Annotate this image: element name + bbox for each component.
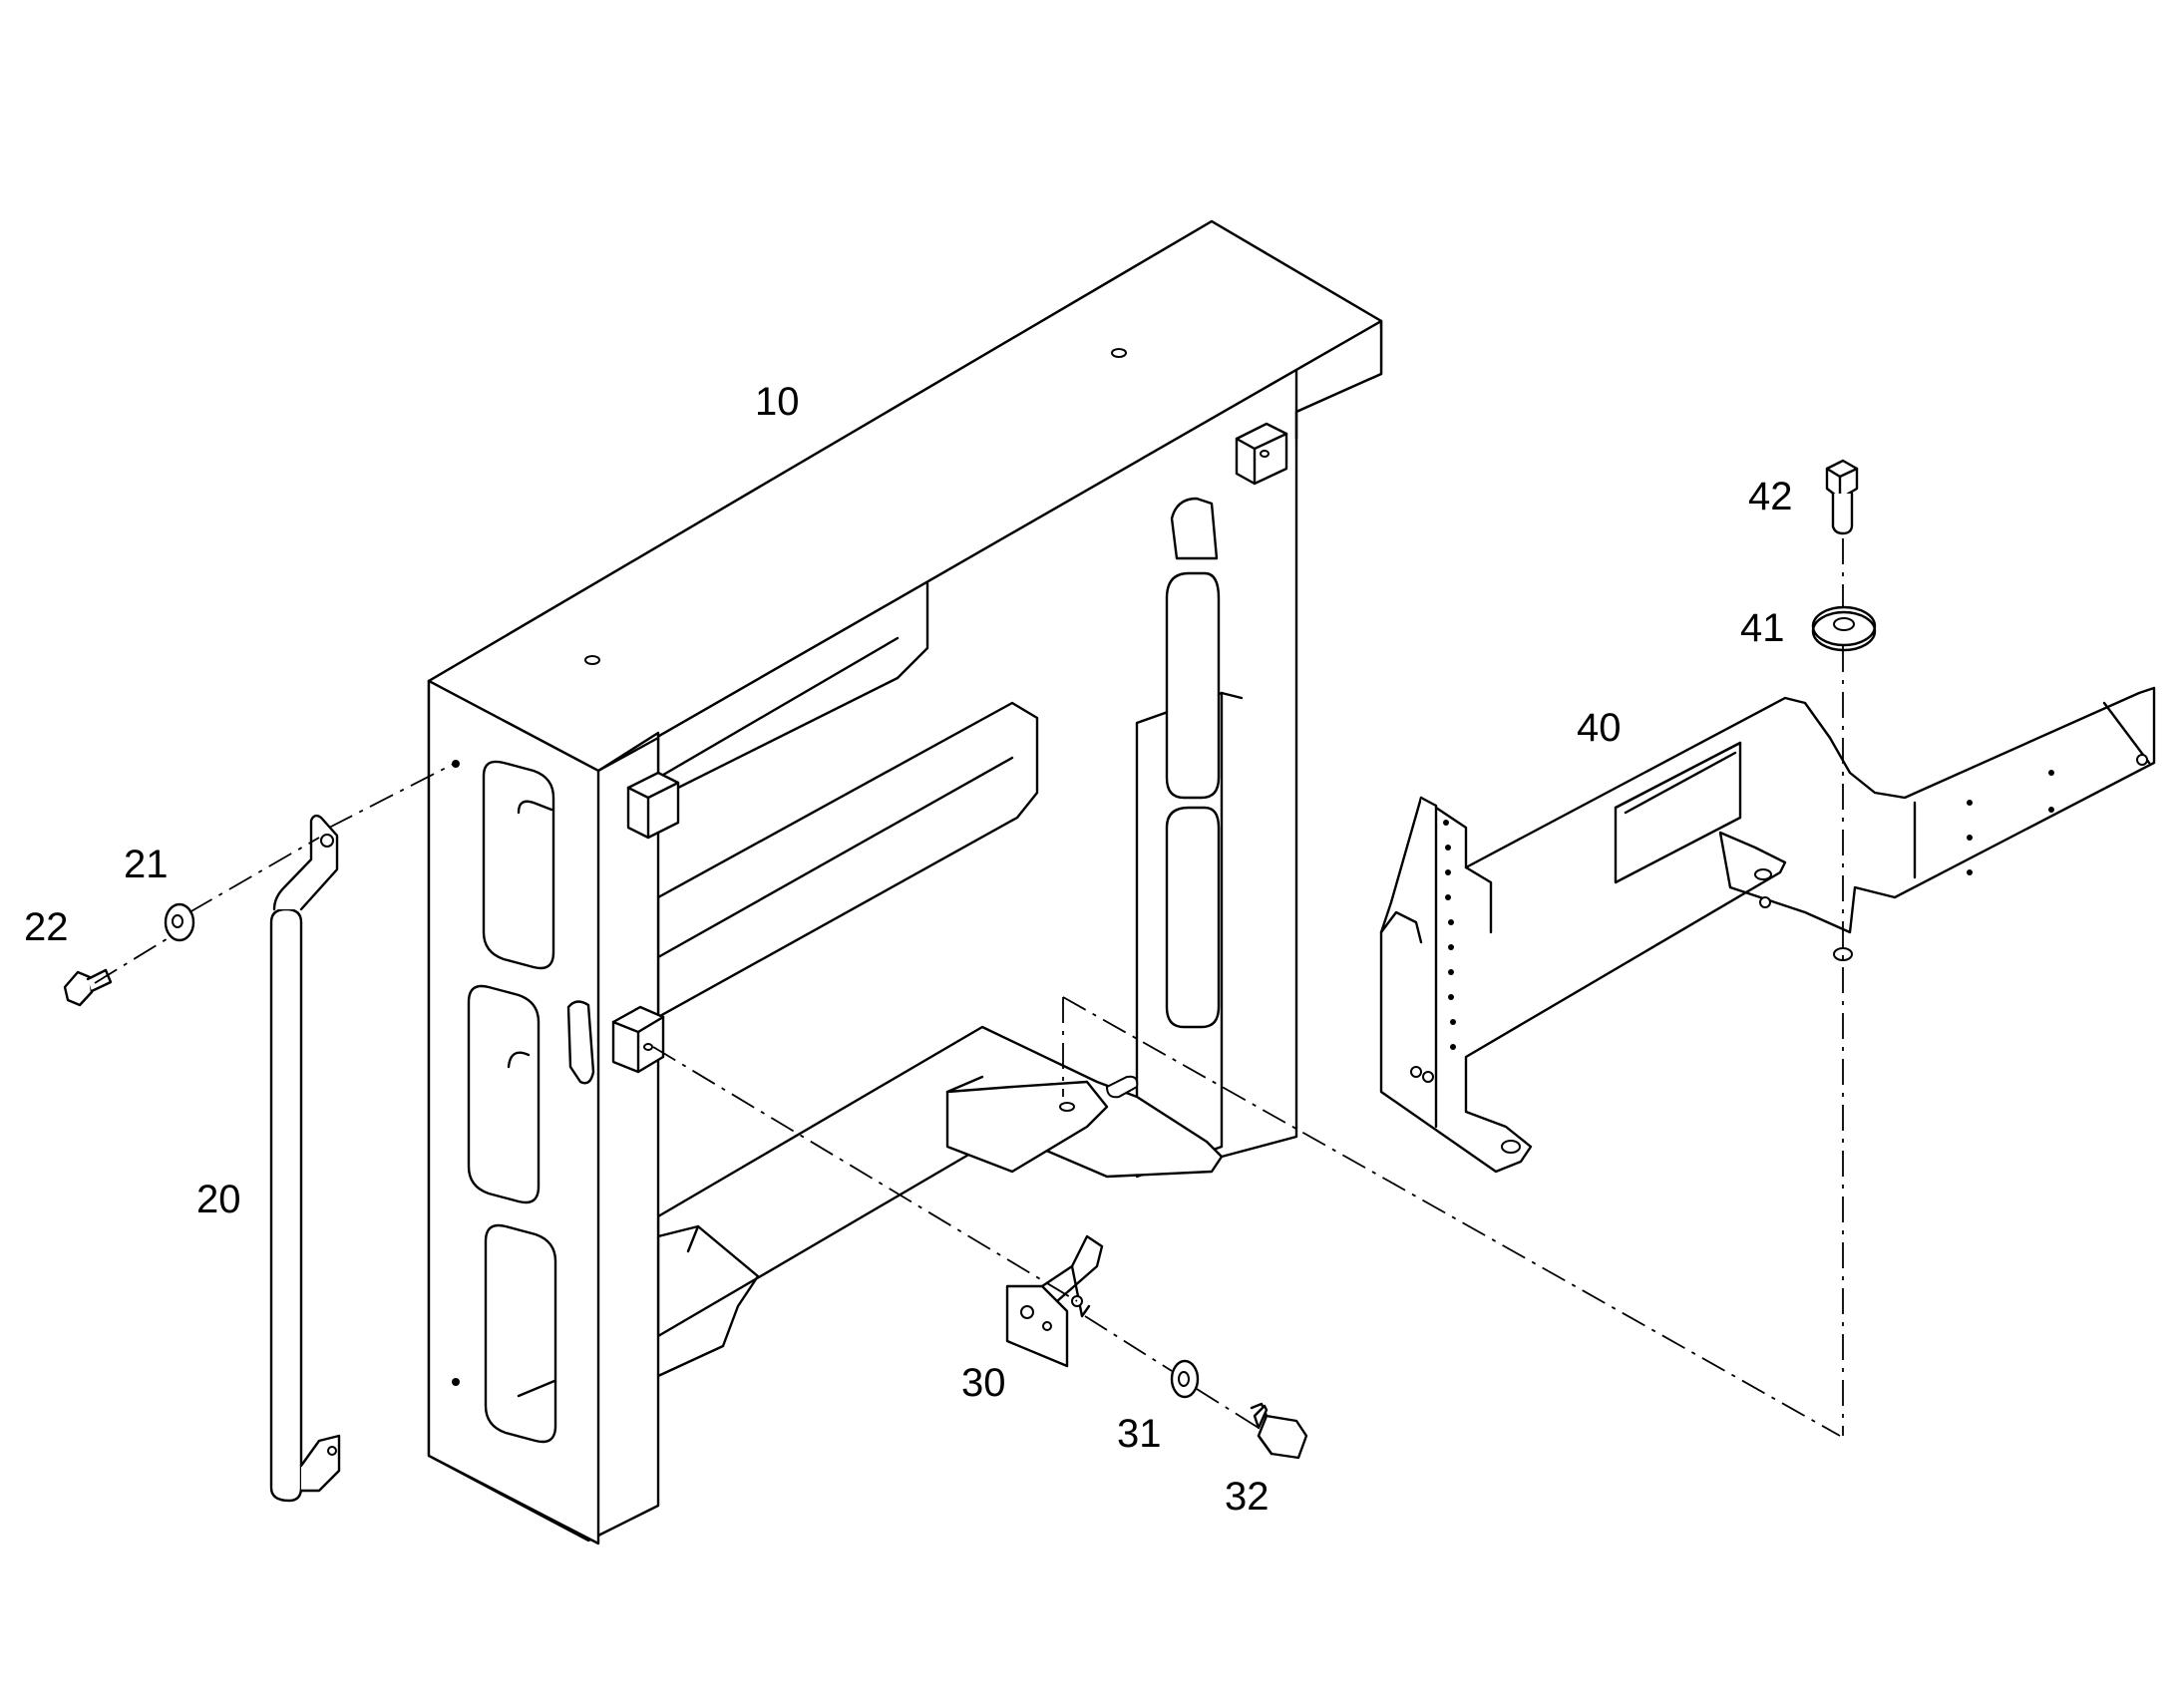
callout-30: 30 xyxy=(961,1361,1006,1405)
callout-41: 41 xyxy=(1740,606,1785,650)
bolt-part-42 xyxy=(1825,459,1859,535)
washer-part-41 xyxy=(1811,605,1877,652)
frame-part-10 xyxy=(427,219,1383,1545)
callout-10: 10 xyxy=(755,380,800,424)
callout-22: 22 xyxy=(24,905,69,949)
bolt-part-32 xyxy=(1250,1402,1308,1460)
callout-40: 40 xyxy=(1577,706,1622,750)
bracket-part-30 xyxy=(1005,1234,1104,1368)
bolt-part-22 xyxy=(63,968,113,1007)
callout-42: 42 xyxy=(1748,475,1793,518)
washer-part-21 xyxy=(164,902,195,942)
callout-32: 32 xyxy=(1225,1475,1270,1519)
assembly-lines xyxy=(94,538,1844,1437)
handle-part-20 xyxy=(269,814,341,1503)
washer-part-31 xyxy=(1170,1359,1200,1399)
callout-31: 31 xyxy=(1117,1412,1162,1456)
support-part-40 xyxy=(1379,686,2156,1174)
callout-20: 20 xyxy=(196,1178,241,1221)
callout-21: 21 xyxy=(124,843,169,886)
callouts: 10 20 21 22 30 31 32 40 41 42 xyxy=(24,380,1793,1519)
